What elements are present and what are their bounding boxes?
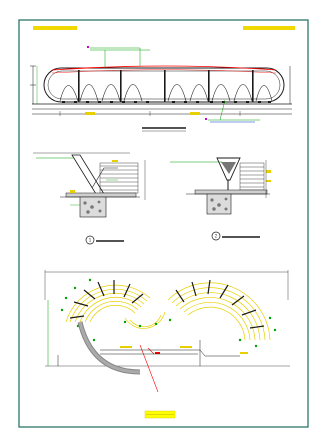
title-block <box>144 410 176 419</box>
section-1-caption: 1 <box>85 235 124 245</box>
section-marker-icon <box>211 231 221 241</box>
elevation-caption <box>142 127 186 132</box>
header-right-label <box>243 26 295 30</box>
section-marker-icon <box>85 235 95 245</box>
plan-drawing <box>44 270 290 393</box>
header-left-label <box>33 26 77 30</box>
elevation-drawing <box>30 46 292 123</box>
svg-text:2: 2 <box>215 234 218 239</box>
section-detail-1 <box>33 152 146 218</box>
svg-text:1: 1 <box>89 238 92 243</box>
section-2-caption: 2 <box>211 231 260 241</box>
section-detail-2 <box>170 157 271 215</box>
drawing-frame <box>18 19 309 428</box>
